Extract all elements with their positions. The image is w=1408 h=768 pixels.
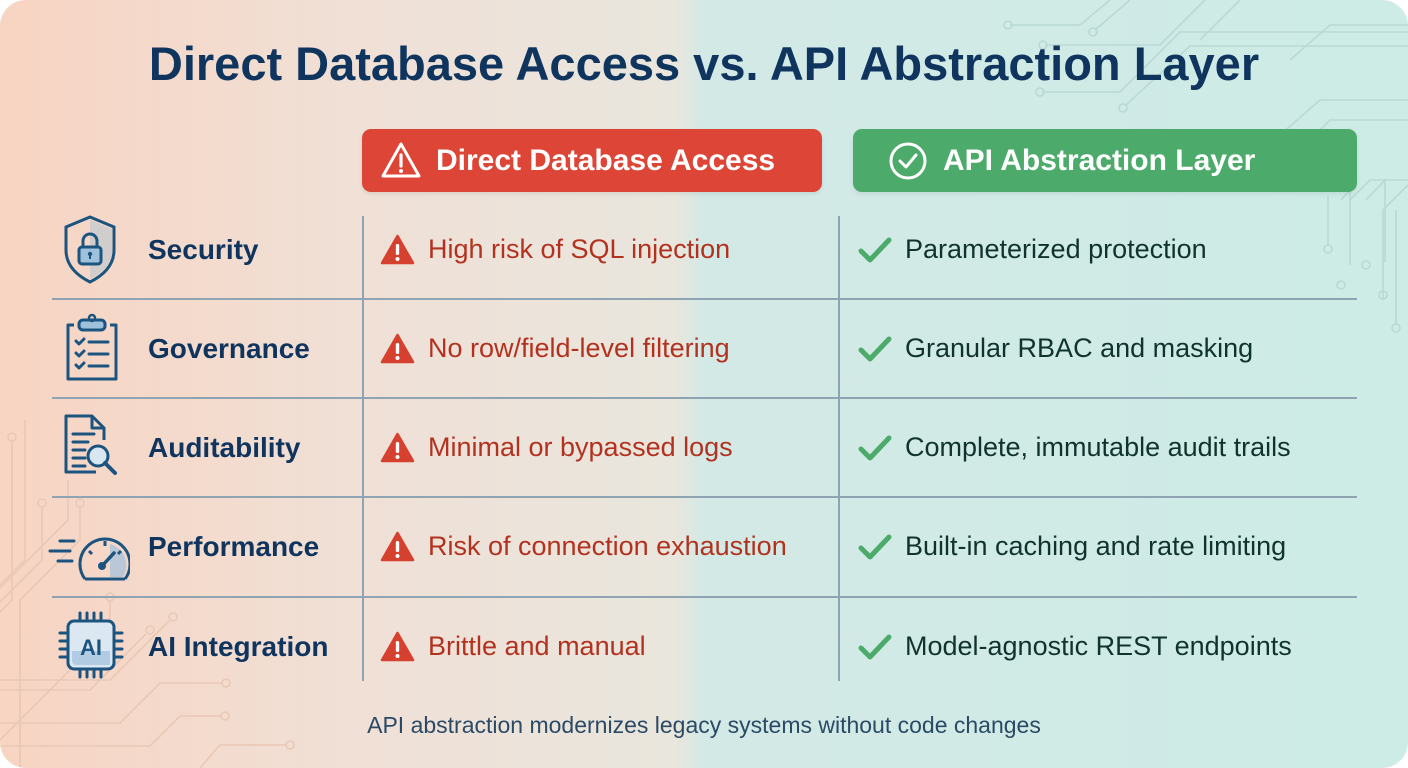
column-divider <box>838 216 840 681</box>
direct-db-cell: No row/field-level filtering <box>380 299 730 398</box>
direct-db-text: Minimal or bypassed logs <box>428 432 733 462</box>
row-divider <box>52 496 1357 498</box>
warning-icon <box>380 333 415 363</box>
clipboard-checklist-icon <box>66 313 118 381</box>
category-label: Governance <box>148 333 310 364</box>
direct-db-cell: Brittle and manual <box>380 597 646 696</box>
api-layer-text: Built-in caching and rate limiting <box>905 531 1287 561</box>
row-divider <box>52 298 1357 300</box>
check-circle-icon <box>889 142 927 179</box>
direct-db-cell: Minimal or bypassed logs <box>380 398 733 497</box>
category-label: Performance <box>148 531 320 562</box>
api-layer-cell: Parameterized protection <box>858 200 1207 299</box>
api-layer-text: Parameterized protection <box>905 234 1207 264</box>
category-label: Auditability <box>148 432 301 463</box>
direct-db-text: Risk of connection exhaustion <box>428 531 787 561</box>
comparison-row-performance: Performance Risk of connection exhaustio… <box>0 497 1408 596</box>
api-layer-text: Complete, immutable audit trails <box>905 432 1291 462</box>
ai-chip-icon: AI <box>58 611 124 679</box>
comparison-row-governance: Governance No row/field-level filtering … <box>0 299 1408 398</box>
speedometer-icon <box>48 537 130 581</box>
category-label: Security <box>148 234 259 265</box>
column-header-api-layer-label: API Abstraction Layer <box>943 143 1256 177</box>
direct-db-text: High risk of SQL injection <box>428 234 731 264</box>
api-layer-text: Model-agnostic REST endpoints <box>905 631 1292 661</box>
direct-db-text: Brittle and manual <box>428 631 646 661</box>
category-label: AI Integration <box>148 631 329 662</box>
api-layer-cell: Complete, immutable audit trails <box>858 398 1291 497</box>
svg-text:AI: AI <box>80 635 102 660</box>
column-header-direct-db: Direct Database Access <box>362 129 822 192</box>
checkmark-icon <box>858 435 892 460</box>
direct-db-cell: Risk of connection exhaustion <box>380 497 787 596</box>
page-title: Direct Database Access vs. API Abstracti… <box>148 37 1260 90</box>
warning-icon <box>380 531 415 561</box>
warning-triangle-outline-icon <box>381 142 421 177</box>
checkmark-icon <box>858 336 892 361</box>
checkmark-icon <box>858 237 892 262</box>
column-divider <box>362 216 364 681</box>
warning-icon <box>380 432 415 462</box>
comparison-row-security: Security High risk of SQL injection Para… <box>0 200 1408 299</box>
api-layer-cell: Granular RBAC and masking <box>858 299 1253 398</box>
api-layer-cell: Built-in caching and rate limiting <box>858 497 1286 596</box>
api-layer-text: Granular RBAC and masking <box>905 333 1254 363</box>
shield-lock-icon <box>64 215 116 284</box>
row-divider <box>52 397 1357 399</box>
checkmark-icon <box>858 634 892 659</box>
warning-icon <box>380 234 415 264</box>
checkmark-icon <box>858 534 892 559</box>
direct-db-text: No row/field-level filtering <box>428 333 730 363</box>
column-header-api-layer: API Abstraction Layer <box>853 129 1357 192</box>
api-layer-cell: Model-agnostic REST endpoints <box>858 597 1292 696</box>
row-divider <box>52 596 1357 598</box>
warning-icon <box>380 631 415 661</box>
column-header-direct-db-label: Direct Database Access <box>436 143 776 177</box>
comparison-row-ai-integration: AI AI Integration Brittle and manual Mod… <box>0 597 1408 696</box>
comparison-row-auditability: Auditability Minimal or bypassed logs Co… <box>0 398 1408 497</box>
direct-db-cell: High risk of SQL injection <box>380 200 730 299</box>
document-search-icon <box>64 414 117 475</box>
footer-caption: API abstraction modernizes legacy system… <box>367 712 1041 738</box>
